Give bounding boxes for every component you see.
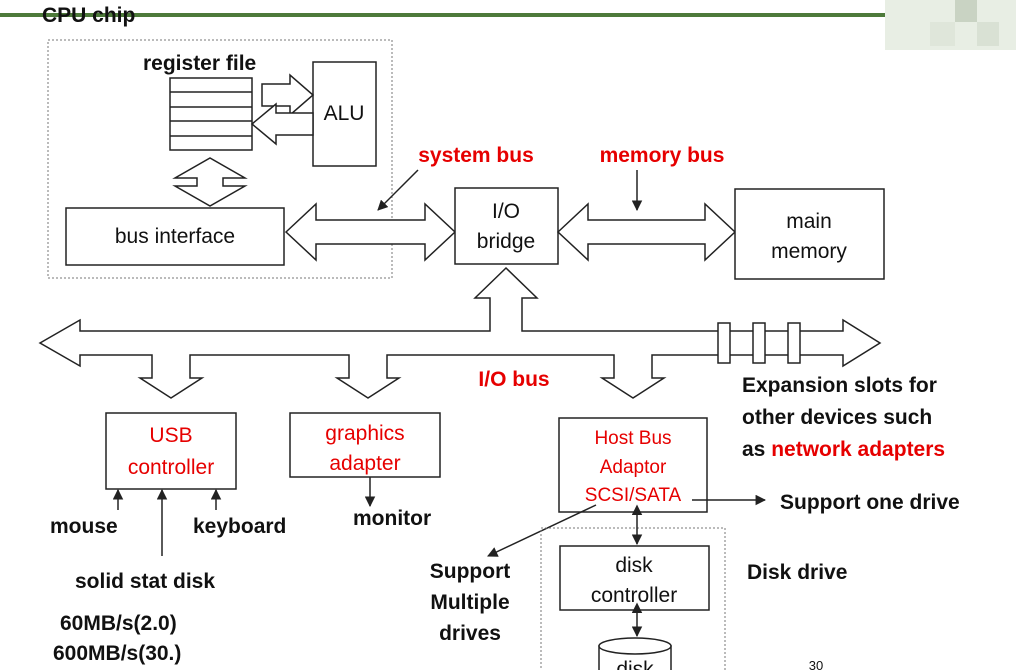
- page-number: 30: [809, 658, 823, 670]
- disk-controller-line2: controller: [591, 584, 677, 607]
- support-multi-2: Multiple: [430, 591, 509, 614]
- cpu-chip-boundary: [47, 39, 393, 279]
- alu-to-reg-arrow: [250, 102, 314, 146]
- expansion-line3: as network adapters: [742, 438, 945, 461]
- system-bus-pointer: [377, 169, 419, 211]
- memory-bus-arrow: [556, 202, 737, 262]
- graphics-adapter-box: [289, 412, 441, 478]
- usb-controller-box: [105, 412, 237, 490]
- disk-controller-line1: disk: [615, 554, 653, 577]
- io-bridge-box: [454, 187, 559, 265]
- memory-bus-label: memory bus: [600, 144, 725, 167]
- bus-interface-box: [65, 207, 285, 266]
- cpu-chip-title: CPU chip: [42, 4, 135, 27]
- expansion-line1: Expansion slots for: [742, 374, 937, 397]
- support-one-label: Support one drive: [780, 491, 960, 514]
- register-file: [169, 77, 253, 151]
- io-bus-label: I/O bus: [478, 368, 549, 391]
- header-logo-icon: [885, 0, 1016, 50]
- hba-line3: SCSI/SATA: [585, 485, 682, 506]
- mouse-label: mouse: [50, 515, 118, 538]
- hba-line1: Host Bus: [594, 428, 671, 449]
- alu-label: ALU: [324, 102, 365, 125]
- io-bridge-line1: I/O: [492, 200, 520, 223]
- graphics-line2: adapter: [329, 452, 400, 475]
- system-bus-arrow: [284, 202, 457, 262]
- main-memory-box: [734, 188, 885, 280]
- monitor-label: monitor: [353, 507, 431, 530]
- support-multi-3: drives: [439, 622, 501, 645]
- main-memory-line2: memory: [771, 240, 847, 263]
- bus-interface-label: bus interface: [115, 225, 235, 248]
- alu-box: [312, 61, 377, 167]
- main-memory-line1: main: [786, 210, 832, 233]
- io-bus-arrow: [38, 266, 882, 399]
- expansion-as: as: [742, 438, 771, 461]
- regfile-bus-arrow: [172, 157, 248, 207]
- usb-line2: controller: [128, 456, 214, 479]
- disk-label: disk: [616, 658, 654, 670]
- expansion-slots: [717, 322, 801, 364]
- hba-line2: Adaptor: [600, 457, 667, 478]
- ssd-label: solid stat disk: [75, 570, 215, 593]
- disk-controller-box: [559, 545, 710, 611]
- support-multi-1: Support: [430, 560, 510, 583]
- disk-drive-label: Disk drive: [747, 561, 847, 584]
- keyboard-label: keyboard: [193, 515, 286, 538]
- network-adapters-label: network adapters: [771, 438, 945, 461]
- support-multi-arrow: [487, 504, 597, 557]
- usb-speed-1: 60MB/s(2.0): [60, 612, 177, 635]
- disk-cylinder-icon: [598, 637, 672, 670]
- host-bus-adaptor-box: [558, 417, 708, 513]
- io-bridge-line2: bridge: [477, 230, 535, 253]
- usb-speed-2: 600MB/s(30.): [53, 642, 181, 665]
- expansion-line2: other devices such: [742, 406, 932, 429]
- system-bus-label: system bus: [418, 144, 534, 167]
- usb-line1: USB: [149, 424, 192, 447]
- register-file-label: register file: [143, 52, 256, 75]
- graphics-line1: graphics: [325, 422, 404, 445]
